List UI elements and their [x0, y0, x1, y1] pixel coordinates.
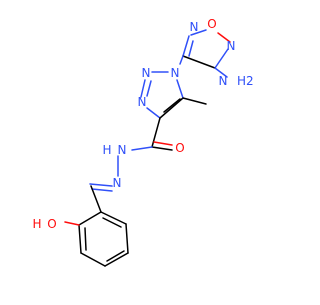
bond-c4-c5-double [163, 98, 181, 113]
bond-ph-inner-a [84, 227, 87, 251]
bond-furazan-c3-n-inner [188, 40, 194, 57]
bond-ph-inner-c [102, 217, 122, 228]
bond-ph-c6-c1 [100, 211, 127, 225]
bond-carbonyl-o-double [153, 141, 173, 146]
molecule-structure: N O N N H2 N N N O H N N H O [32, 17, 254, 267]
bond-n-ch-double [91, 188, 113, 192]
bond-ph-c1-c2 [78, 211, 102, 226]
atom-n3-triazole: N [138, 95, 147, 109]
bond-ch-phenyl [90, 185, 102, 213]
atom-h2-amine: H2 [237, 74, 254, 88]
bond-c5-n1 [176, 79, 184, 99]
atom-label-layer: N O N N H2 N N N O H N N H O [32, 17, 253, 231]
bond-furazan-n-c4 [214, 48, 229, 69]
bond-n-ch [89, 183, 113, 187]
bond-furazan-o-n [217, 32, 231, 43]
atom-h-hydroxyl: H [32, 217, 41, 231]
bond-ph-c2-c3 [78, 224, 82, 254]
atom-n-furazan-top: N [190, 20, 199, 34]
bond-furazan-c3-n [182, 35, 190, 57]
atom-n-amine: N [219, 74, 228, 88]
atom-n-hydrazone: N [113, 176, 122, 190]
atom-n-furazan-right: N [227, 39, 236, 53]
bond-layer [64, 29, 231, 267]
bond-ph-c3-c4 [80, 252, 106, 267]
bond-c4-nh2 [214, 67, 228, 78]
bond-n2-n3 [140, 79, 146, 98]
bond-carbonyl-o [151, 146, 173, 151]
bond-c4-c5 [159, 97, 184, 119]
atom-n2-triazole: N [142, 66, 151, 80]
bond-ph-oh [64, 221, 80, 226]
atom-o-hydroxyl: O [47, 217, 56, 231]
atom-o-carbonyl: O [175, 141, 184, 155]
atom-n-hydrazone-nh: N [118, 143, 127, 157]
bond-c5-methyl [182, 97, 207, 105]
bond-c3-n1 [179, 55, 184, 65]
bond-ph-c4-c5 [104, 252, 129, 267]
bond-furazan-c4-c3 [182, 55, 216, 69]
bond-ph-c5-c6 [125, 223, 129, 254]
atom-h-hydrazone: H [102, 143, 111, 157]
bond-ph-inner-b [106, 250, 125, 262]
bond-n3-c4 [146, 107, 161, 119]
bond-furazan-n-o [190, 29, 207, 36]
bond-carbonyl-nh [131, 146, 153, 151]
bond-n2-n3-double [146, 80, 152, 97]
structure-canvas: N O N N H2 N N N O H N N H O [32, 17, 254, 267]
atom-o-furazan: O [207, 17, 216, 31]
atom-n1-triazole: N [171, 66, 180, 80]
